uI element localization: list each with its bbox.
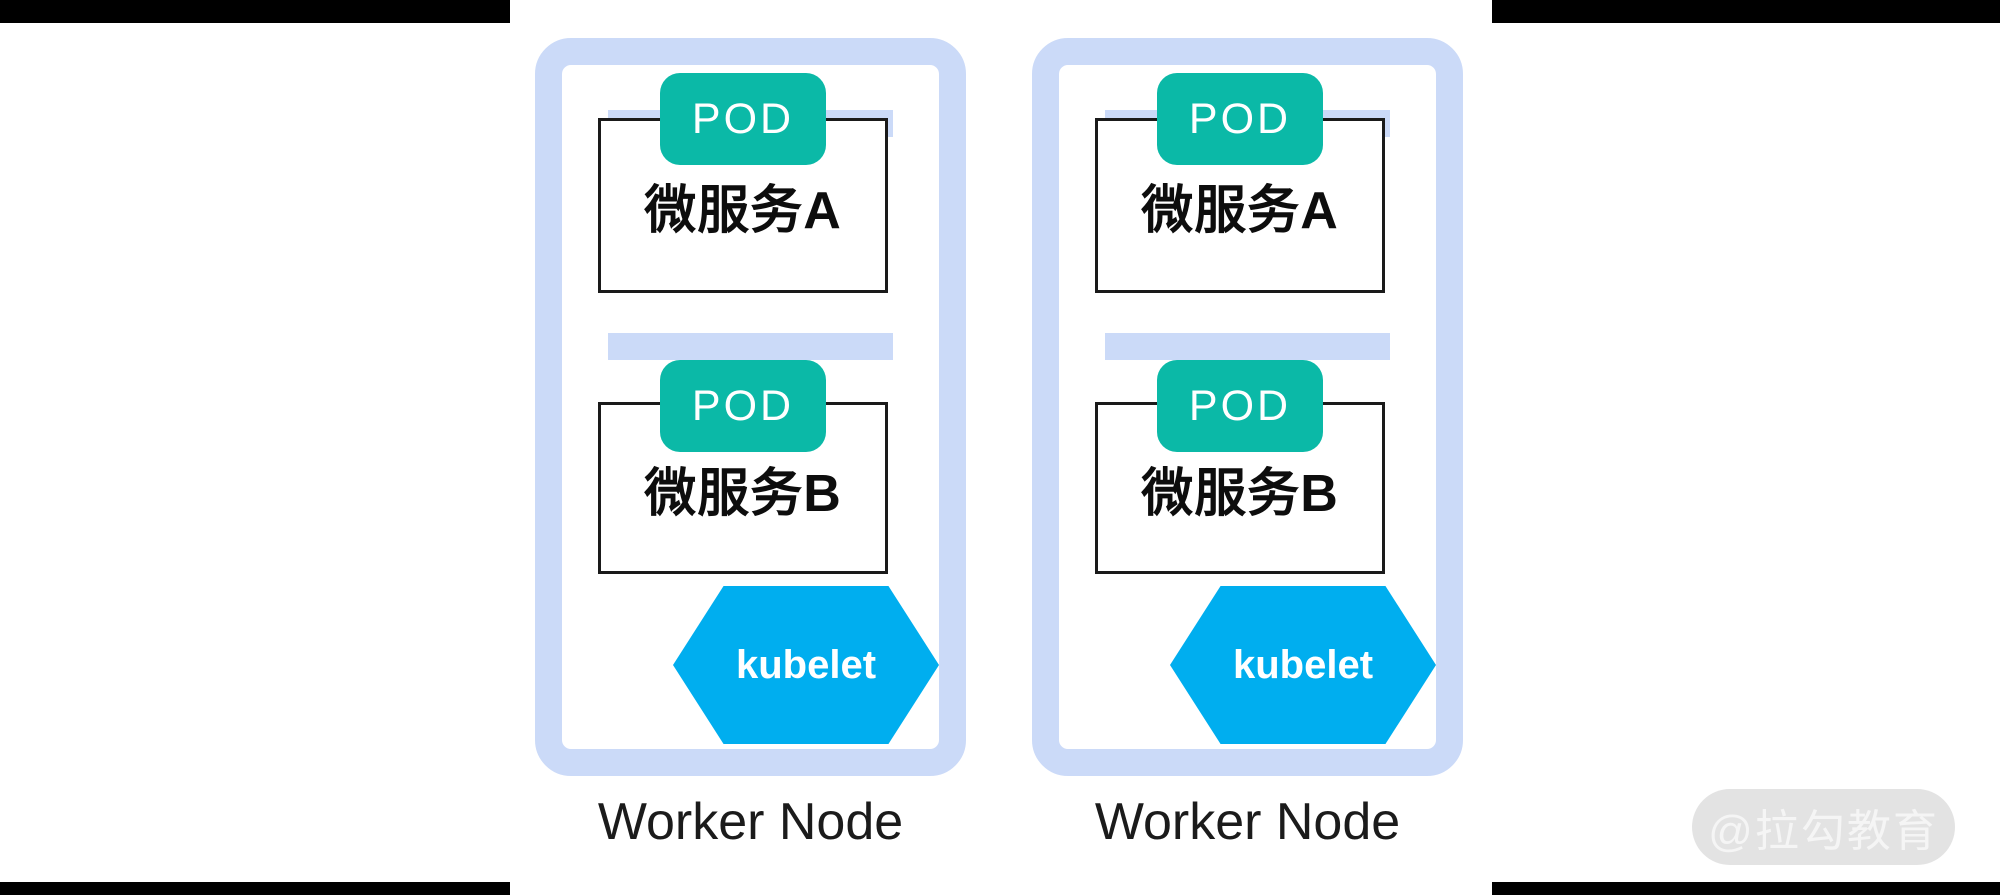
letterbox-bottom-right — [1492, 882, 2000, 895]
worker-node-label: Worker Node — [1094, 793, 1401, 851]
pod-badge-label: POD — [691, 381, 795, 430]
watermark-pill: @拉勾教育 — [1692, 789, 1955, 865]
kubelet-hexagon: kubelet — [1170, 586, 1436, 744]
letterbox-top-right — [1492, 0, 2000, 23]
letterbox-bottom-left — [0, 882, 510, 895]
letterbox-top-left — [0, 0, 510, 23]
watermark-text: @拉勾教育 — [1708, 807, 1939, 856]
kubelet-label: kubelet — [1232, 642, 1374, 687]
pod-badge-label: POD — [1188, 94, 1292, 143]
pod-badge: POD — [1157, 360, 1323, 452]
service-label: 微服务A — [644, 182, 842, 240]
pod-slot-bar — [1105, 333, 1390, 360]
service-label: 微服务B — [1141, 464, 1339, 523]
pod-badge: POD — [1157, 73, 1323, 165]
service-label: 微服务A — [1141, 182, 1339, 240]
pod-badge: POD — [660, 360, 826, 452]
worker-node-label: Worker Node — [597, 793, 904, 851]
service-label: 微服务B — [644, 464, 842, 523]
pod-badge-label: POD — [691, 94, 795, 143]
pod-slot-bar — [608, 333, 893, 360]
worker-node-card: 微服务A POD 微服务B POD kubelet — [535, 38, 966, 776]
worker-node-card: 微服务A POD 微服务B POD kubelet — [1032, 38, 1463, 776]
pod-badge: POD — [660, 73, 826, 165]
kubelet-label: kubelet — [735, 642, 877, 687]
pod-badge-label: POD — [1188, 381, 1292, 430]
kubelet-hexagon: kubelet — [673, 586, 939, 744]
